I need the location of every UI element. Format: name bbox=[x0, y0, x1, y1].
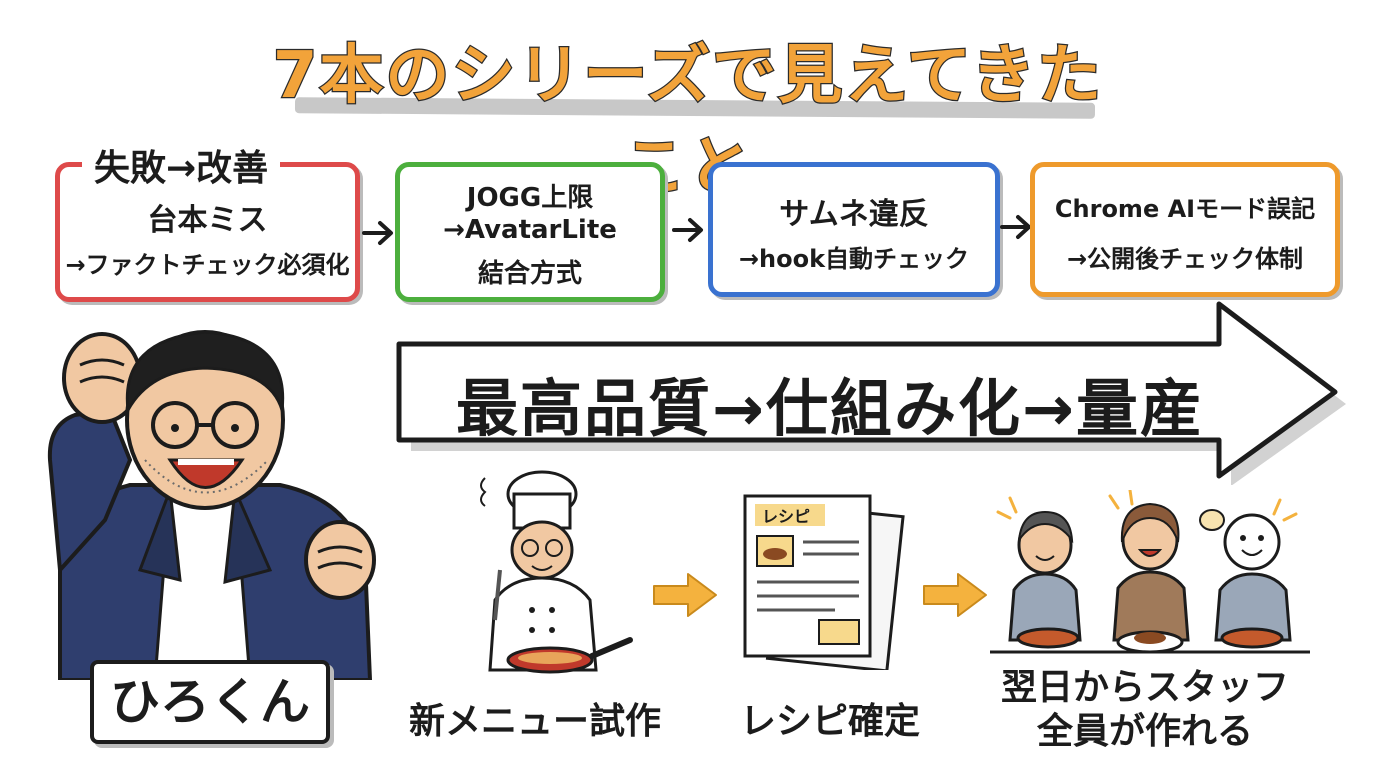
staff-illustration bbox=[990, 490, 1310, 654]
chef-illustration bbox=[480, 470, 633, 674]
step-caption-staff: 翌日からスタッフ 全員が作れる bbox=[990, 666, 1300, 754]
lesson-solution: →公開後チェック体制 bbox=[1066, 245, 1304, 273]
lesson-problem: Chrome AIモード誤記 bbox=[1054, 195, 1316, 223]
arrow-right-icon bbox=[362, 221, 393, 245]
lesson-problem: 台本ミス bbox=[147, 203, 268, 238]
lesson-solution: →ファクトチェック必須化 bbox=[65, 251, 350, 279]
lesson-box-chrome-ai: Chrome AIモード誤記 →公開後チェック体制 bbox=[1030, 162, 1340, 297]
lesson-problem: JOGG上限 bbox=[466, 183, 594, 213]
step-caption-line: 全員が作れる bbox=[1036, 711, 1253, 752]
recipe-paper-illustration bbox=[743, 494, 905, 670]
lesson-problem: サムネ違反 bbox=[779, 197, 929, 232]
step-caption-trial: 新メニュー試作 bbox=[408, 701, 661, 742]
lesson-box-jogg-limit: JOGG上限 →AvatarLite 結合方式 bbox=[395, 162, 665, 302]
yellow-arrow-icon bbox=[653, 573, 717, 617]
big-arrow-icon bbox=[396, 301, 1346, 485]
lesson-box-thumbnail: サムネ違反 →hook自動チェック bbox=[708, 162, 1000, 297]
lesson-solution: →hook自動チェック bbox=[738, 245, 970, 273]
yellow-arrow-icon bbox=[923, 573, 987, 617]
lesson-box-header: 失敗→改善 bbox=[82, 139, 281, 191]
flow-text: 最高品質→仕組み化→量産 bbox=[456, 372, 1204, 445]
step-caption-recipe: レシピ確定 bbox=[739, 701, 920, 742]
person-illustration bbox=[47, 330, 376, 680]
name-tag: ひろくん bbox=[90, 660, 330, 744]
arrow-right-icon bbox=[1000, 215, 1031, 239]
lesson-box-script-error: 失敗→改善 台本ミス →ファクトチェック必須化 bbox=[55, 139, 360, 302]
arrow-right-icon bbox=[672, 218, 703, 242]
recipe-paper-label: レシピ bbox=[762, 507, 811, 526]
lesson-solution: →AvatarLite bbox=[443, 215, 617, 245]
step-caption-line: 翌日からスタッフ bbox=[1000, 667, 1289, 708]
lesson-solution-detail: 結合方式 bbox=[477, 259, 582, 289]
